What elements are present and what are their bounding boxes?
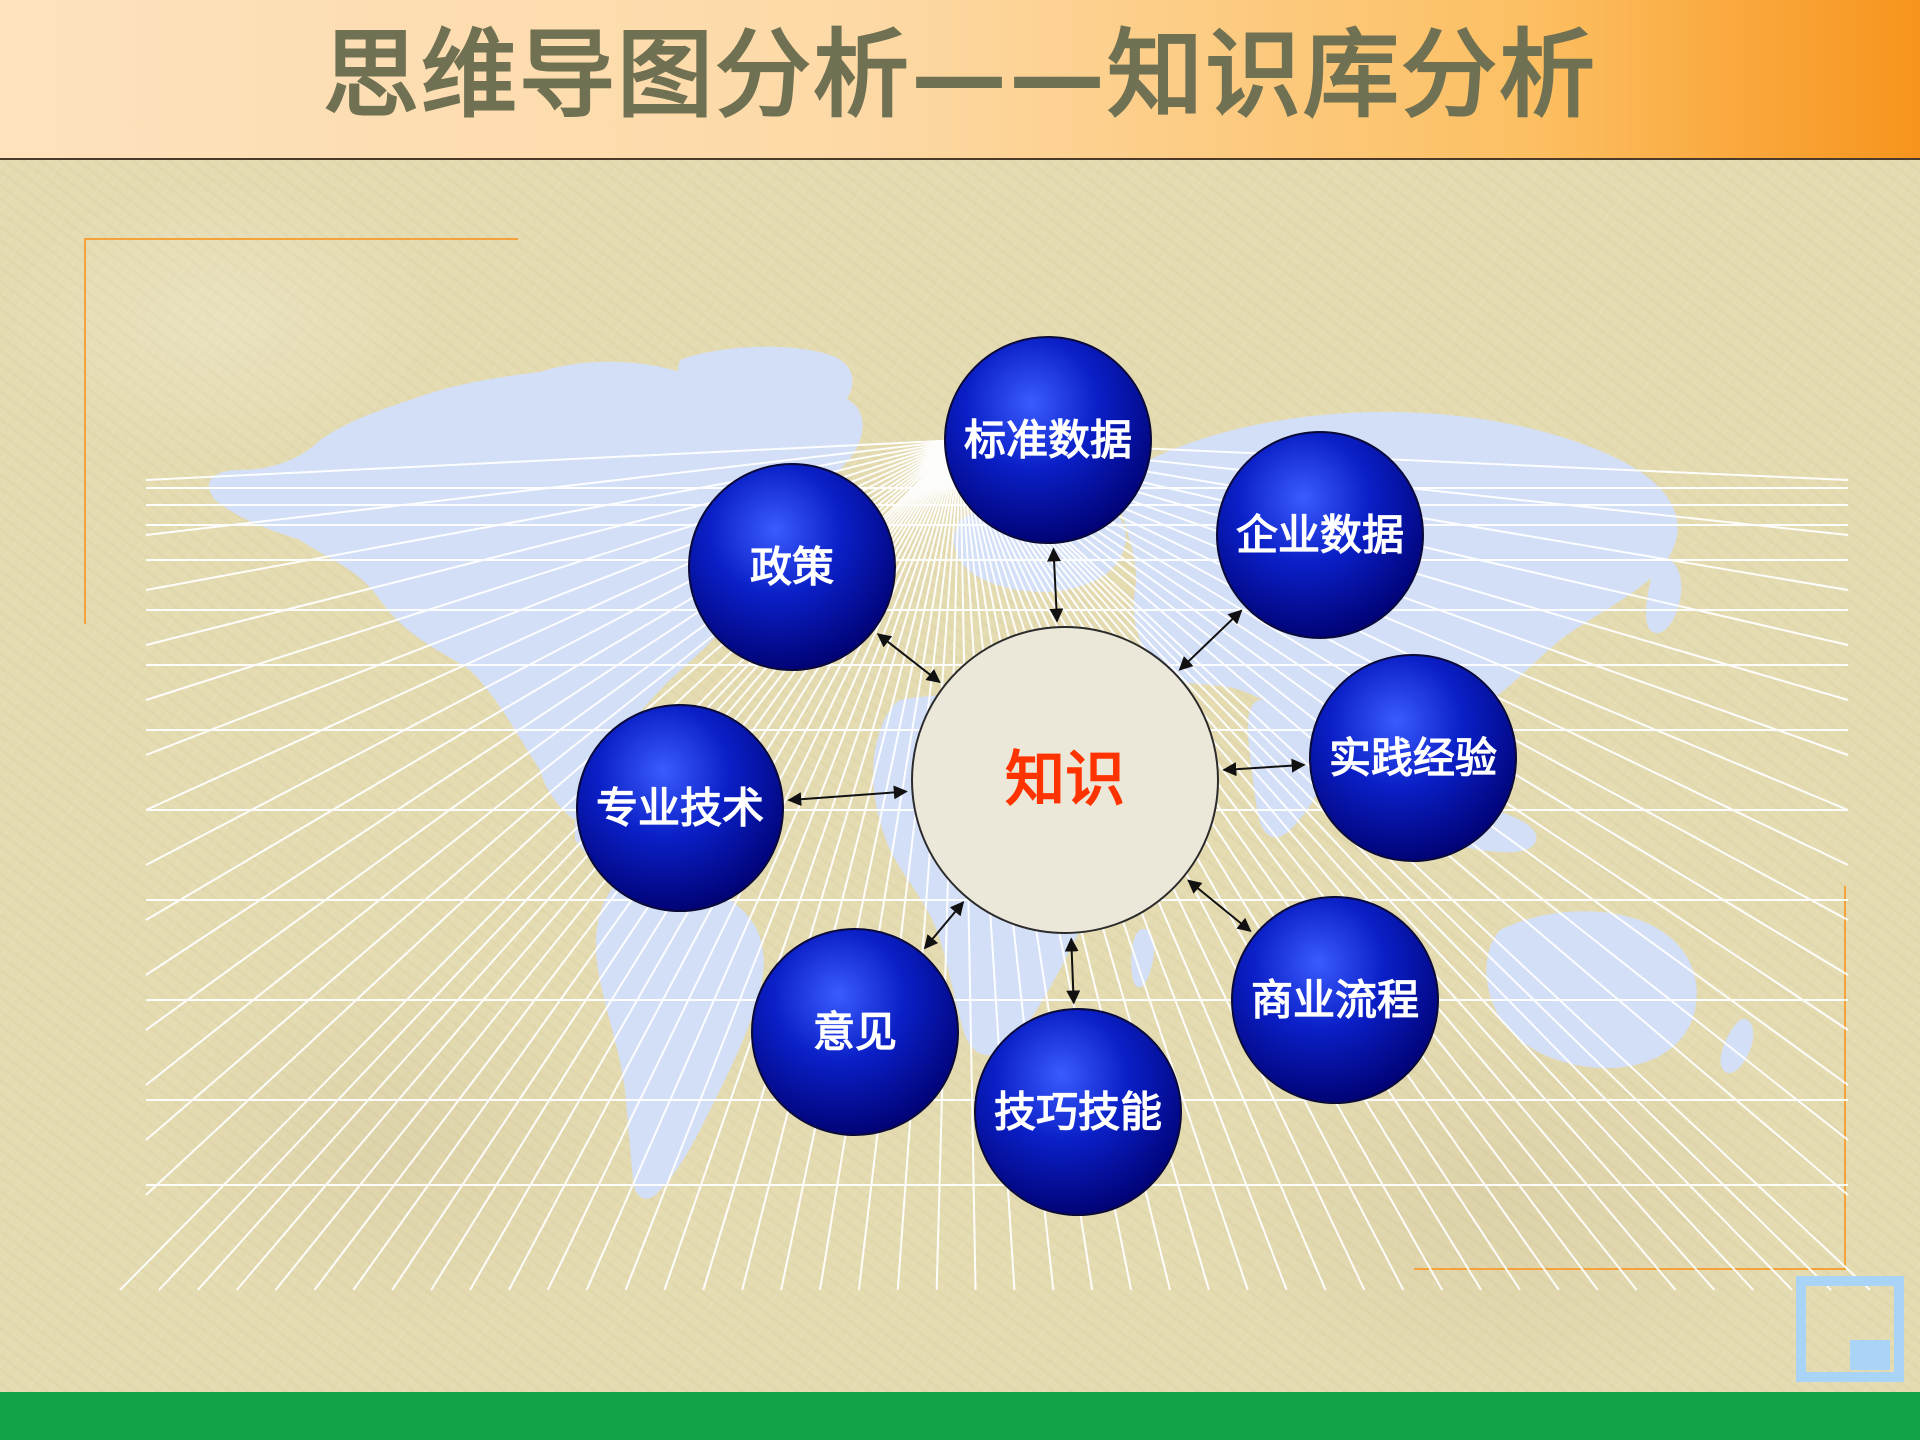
grid-ray-line [145,439,961,481]
grid-ray-line [896,439,961,1291]
grid-ray-line [702,439,961,1291]
grid-ray-line [959,439,1444,1291]
grid-ray-line [819,439,961,1291]
node-circle-zhengce [688,463,896,671]
grid-ray-line [959,439,1638,1291]
grid-ray-line [780,439,961,1291]
center-node-label: 知识 [1005,745,1125,815]
node-circle-yijian [751,928,959,1136]
connectors [787,547,1306,1005]
grid-ray-line [624,439,961,1291]
grid-ray-line [959,439,1599,1291]
center-node-circle [911,626,1219,934]
node-circle-shijian [1309,654,1517,862]
corner-logo [1796,1276,1904,1382]
page-title: 思维导图分析——知识库分析 [323,18,1597,131]
corner-logo-inner [1850,1340,1890,1370]
node-label-zhuanye: 专业技术 [596,784,764,833]
grid-ray-line [959,439,1755,1291]
node-biaozhun: 标准数据 [944,336,1152,544]
grid-ray-line [959,439,1677,1291]
grid-ray-line [959,439,1832,1291]
frame-bottom-right-horizontal [1414,1268,1846,1270]
grid-ray-line [959,439,1716,1291]
map-new-zealand [1720,1019,1754,1074]
connector-arrow-zhuanye [787,785,908,807]
grid-ray-line [857,439,961,1291]
node-label-biaozhun: 标准数据 [964,416,1132,465]
node-shangye: 商业流程 [1231,896,1439,1104]
connector-arrow-jiqiao [1064,937,1081,1005]
connector-arrow-shangye [1187,879,1252,933]
connector-arrow-yijian [923,901,965,950]
node-yijian: 意见 [751,928,959,1136]
node-zhengce: 政策 [688,463,896,671]
grid-ray-line [585,439,961,1291]
grid-ray-line [959,439,1871,1291]
node-qiye: 企业数据 [1216,431,1424,639]
map-japan [1646,559,1682,634]
node-circle-zhuanye [576,704,784,912]
node-shijian: 实践经验 [1309,654,1517,862]
frame-bottom-right-vertical [1844,886,1846,1270]
node-circle-biaozhun [944,336,1152,544]
map-north-america [209,361,863,820]
grid-ray-line [741,439,961,1291]
node-label-qiye: 企业数据 [1236,511,1404,560]
map-australia [1486,911,1697,1069]
frame-top-left-horizontal [84,238,518,240]
node-label-shijian: 实践经验 [1329,734,1497,783]
connector-arrow-biaozhun [1047,547,1064,623]
node-circle-jiqiao [974,1008,1182,1216]
node-label-zhengce: 政策 [750,543,834,592]
node-circle-shangye [1231,896,1439,1104]
node-zhuanye: 专业技术 [576,704,784,912]
grid-ray-line [145,439,961,591]
connector-arrow-qiye [1178,609,1243,671]
connector-arrow-shijian [1222,758,1306,777]
center-node: 知识 [911,626,1219,934]
node-label-jiqiao: 技巧技能 [994,1088,1162,1137]
grid-ray-line [959,439,1482,1291]
header-bar: 思维导图分析——知识库分析 [0,0,1920,160]
node-circle-qiye [1216,431,1424,639]
node-label-shangye: 商业流程 [1251,976,1419,1025]
footer-bar [0,1392,1920,1440]
map-greenland [678,346,853,434]
connector-arrow-zhengce [876,633,941,684]
grid-ray-line [959,439,1793,1291]
map-madagascar [1131,929,1155,988]
frame-top-left-vertical [84,238,86,624]
grid-ray-line [663,439,961,1291]
grid-ray-line [145,439,961,536]
node-label-yijian: 意见 [813,1008,897,1057]
node-jiqiao: 技巧技能 [974,1008,1182,1216]
